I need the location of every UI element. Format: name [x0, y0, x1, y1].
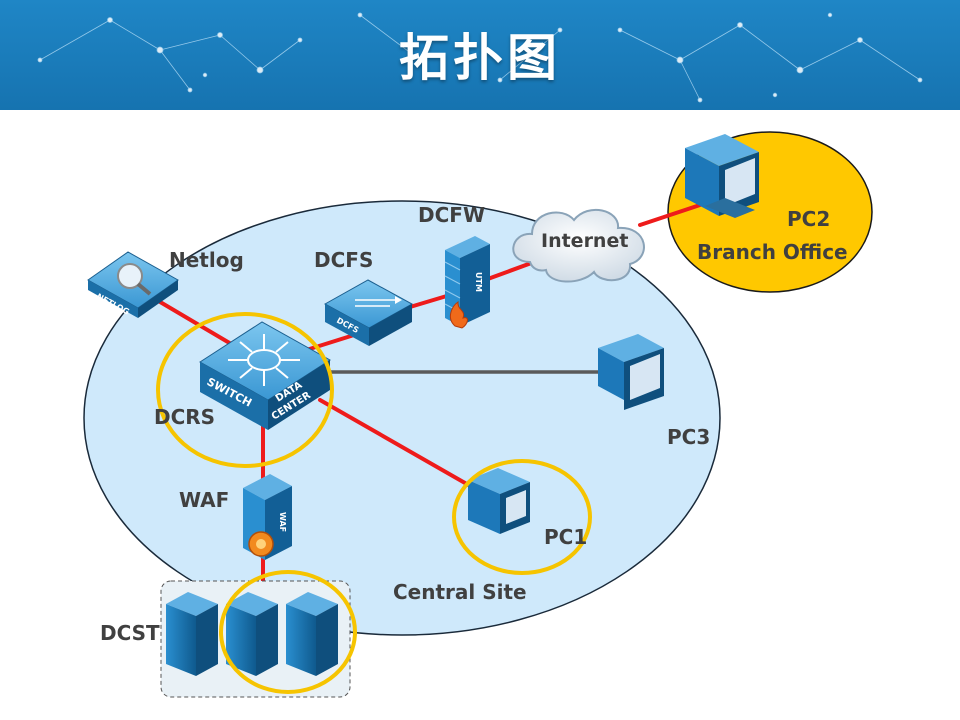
label-dcrs: DCRS [154, 405, 216, 429]
dcst-highlight-ring [219, 570, 357, 694]
server-1-icon [166, 592, 218, 676]
pc3-computer-icon [598, 334, 664, 410]
waf-firewall-icon: WAF [243, 474, 292, 560]
internet-cloud-icon [512, 209, 645, 283]
netlog-device-icon: NETLOG [87, 251, 179, 318]
label-dcfs: DCFS [314, 248, 374, 272]
label-internet: Internet [541, 230, 629, 252]
label-branch-office: Branch Office [697, 240, 848, 264]
label-central-site: Central Site [393, 580, 527, 604]
label-waf: WAF [179, 488, 230, 512]
header-banner [0, 0, 960, 110]
pc1-computer-icon [468, 468, 530, 534]
label-dcfw: DCFW [418, 203, 486, 227]
label-dcst: DCST [100, 621, 160, 645]
label-pc2: PC2 [787, 207, 831, 231]
label-netlog: Netlog [169, 248, 244, 272]
pc2-computer-icon [685, 134, 759, 218]
flame-icon [449, 300, 468, 329]
storage-server-icons [166, 592, 338, 676]
starfield-decoration [37, 12, 923, 103]
link-internet-pc2 [638, 203, 702, 227]
page-title: 拓扑图 [399, 29, 561, 87]
dcfs-device-icon: DCFS [323, 279, 414, 346]
pc1-highlight-ring [452, 459, 592, 575]
label-pc3: PC3 [667, 425, 711, 449]
link-dcrs-pc1 [318, 398, 474, 489]
dcfw-firewall-icon: UTM [444, 236, 490, 329]
svg-text:WAF: WAF [278, 512, 287, 532]
link-netlog-dcrs [148, 294, 240, 350]
highlight-rings [156, 312, 592, 694]
dcrs-highlight-ring [156, 312, 334, 468]
svg-text:UTM: UTM [474, 272, 483, 292]
label-pc1: PC1 [544, 525, 588, 549]
server-3-icon [286, 592, 338, 676]
server-2-icon [226, 592, 278, 676]
